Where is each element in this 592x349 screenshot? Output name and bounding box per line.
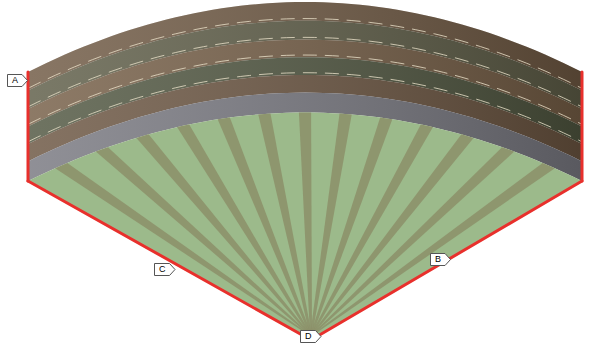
fan-surface [28,113,582,341]
fan-ray [136,134,312,336]
callout-tag: A [7,74,28,87]
boundary-edge [581,72,584,181]
callout-letter: B [430,253,451,266]
fan-ray [310,163,555,336]
dashed-line [28,37,582,107]
callout-letter: A [7,74,28,87]
callout-tag: C [154,263,176,276]
callout-tag: D [300,330,322,343]
callout-letter: D [300,330,322,343]
red-edges [28,72,582,340]
fan-ray [218,118,312,336]
fan-ray [310,118,392,336]
boundary-edge [27,72,30,181]
boundary-edge [311,181,582,340]
fan-ray [310,147,514,336]
fan-ray [299,113,312,336]
dashed-line [28,19,582,89]
green-fan [28,113,582,341]
callout-letter: C [154,263,176,276]
callout-tag: B [430,253,451,266]
boundary-edge [28,181,311,340]
